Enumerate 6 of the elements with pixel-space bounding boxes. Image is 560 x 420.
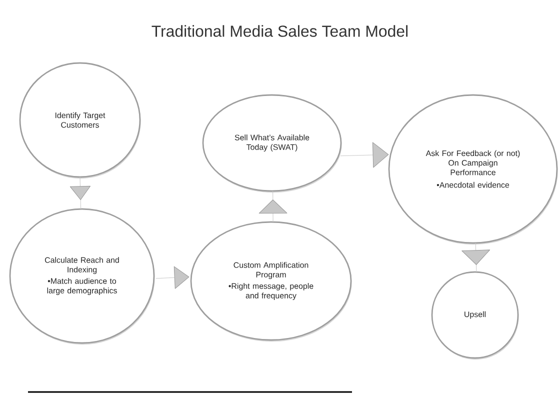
arrow	[70, 176, 91, 210]
arrow	[156, 266, 190, 289]
arrow	[340, 142, 389, 168]
title: Traditional Media Sales Team Model	[152, 25, 408, 37]
arrow	[258, 190, 288, 222]
arrow	[462, 242, 490, 272]
